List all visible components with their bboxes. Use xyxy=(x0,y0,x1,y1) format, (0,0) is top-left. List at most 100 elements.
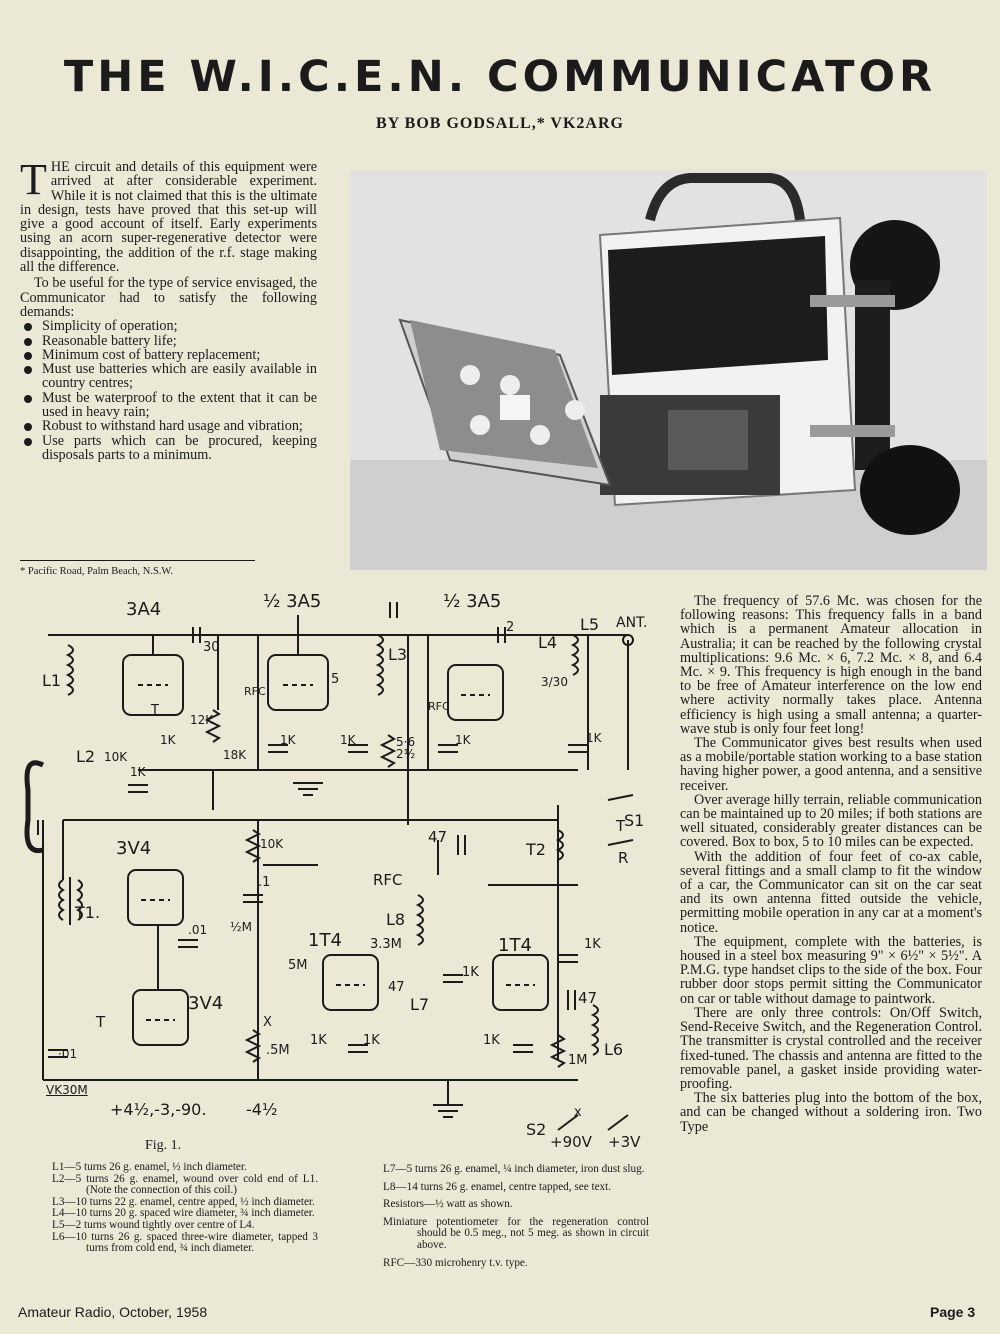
supply-label-1: +4½,-3,-90. xyxy=(110,1100,207,1119)
cap-label-01: ·01 xyxy=(58,1047,78,1061)
tube-label-3a5-a: ½ 3A5 xyxy=(263,591,322,612)
footnote: * Pacific Road, Palm Beach, N.S.W. xyxy=(20,566,174,577)
coil-note: L4—10 turns 20 g. spaced wire diameter, … xyxy=(52,1207,315,1220)
body-paragraph: There are only three controls: On/Off Sw… xyxy=(680,1004,982,1092)
coil-label-l1: L1 xyxy=(42,671,62,690)
tube-label-3a5-b: ½ 3A5 xyxy=(443,591,502,612)
coil-note: L2—5 turns 26 g. enamel, wound over cold… xyxy=(52,1172,318,1197)
coil-label-l8: L8 xyxy=(386,910,406,929)
cap-label-47-b: 47 xyxy=(388,980,405,995)
coil-label-l5: L5 xyxy=(580,615,600,634)
coil-notes-left: L1—5 turns 26 g. enamel, ½ inch diameter… xyxy=(52,1161,318,1255)
figure-caption: Fig. 1. xyxy=(145,1138,182,1153)
coil-note: Miniature potentiometer for the regenera… xyxy=(383,1215,649,1251)
list-item: Use parts which can be procured, keeping… xyxy=(20,434,317,463)
cap-label-1k: 1K xyxy=(340,733,356,747)
cap-label-5: 5 xyxy=(331,672,340,687)
res-label-0-5m: .5M xyxy=(266,1043,290,1058)
body-paragraph: The equipment, complete with the batteri… xyxy=(680,933,982,1007)
coil-note: L6—10 turns 26 g. spaced three-wire diam… xyxy=(52,1230,318,1255)
list-item: Simplicity of operation; xyxy=(20,319,317,334)
cap-label-0-1: .1 xyxy=(258,875,271,890)
tap-label-t: T xyxy=(151,703,159,718)
switch-label-s2: S2 xyxy=(526,1120,547,1139)
coil-note: RFC—330 microhenry t.v. type. xyxy=(383,1256,528,1269)
list-item: Minimum cost of battery replacement; xyxy=(20,348,317,362)
tap-label-t: T xyxy=(96,1013,106,1031)
res-label-5-6: 5·6 xyxy=(396,735,416,749)
switch-pos-r: R xyxy=(618,849,629,867)
cap-label-1k: 1K xyxy=(280,733,296,747)
cap-label-2: 2 xyxy=(506,620,515,635)
cap-label-1k: 1K xyxy=(584,937,601,952)
res-label-10k: 10K xyxy=(260,837,284,851)
cap-label-1k: 1K xyxy=(363,1033,380,1048)
coil-note: L8—14 turns 26 g. enamel, centre tapped,… xyxy=(383,1180,612,1193)
intro-paragraph-2: To be useful for the type of service env… xyxy=(20,275,317,320)
pot-label-5m: 5M xyxy=(288,958,308,973)
marker-x: x xyxy=(574,1105,582,1120)
drop-cap: T xyxy=(20,155,47,204)
rfc-label: RFC xyxy=(244,685,266,698)
cap-label-1k: 1K xyxy=(130,765,146,779)
cap-label-1k: 1K xyxy=(310,1033,327,1048)
cap-label-3-30: 3/30 xyxy=(541,675,568,689)
transformer-label-t1: T1. xyxy=(75,903,101,922)
coil-note: L1—5 turns 26 g. enamel, ½ inch diameter… xyxy=(52,1161,247,1173)
switch-label-s1: S1 xyxy=(624,811,645,830)
circuit-schematic: 3A4 ½ 3A5 ½ 3A5 3V4 3V4 1T4 1T4 L1 L2 L3… xyxy=(18,585,666,1160)
cap-label-30: 30 xyxy=(203,640,220,655)
coil-note: Resistors—½ watt as shown. xyxy=(383,1198,513,1211)
list-item: Reasonable battery life; xyxy=(20,333,317,348)
tube-label-3a4: 3A4 xyxy=(126,599,162,620)
switch-pos-t: T xyxy=(616,817,626,835)
cap-label-1k: 1K xyxy=(586,731,602,745)
tube-label-1t4-a: 1T4 xyxy=(308,930,342,951)
byline: BY BOB GODSALL,* VK2ARG xyxy=(376,115,624,132)
rfc-label: RFC xyxy=(428,700,450,713)
photo-illustration xyxy=(350,170,987,570)
tube-label-3v4-a: 3V4 xyxy=(116,838,152,859)
coil-note: L3—10 turns 22 g. enamel, centre apped, … xyxy=(52,1195,315,1208)
coil-label-l6: L6 xyxy=(604,1040,624,1059)
transformer-label-t2: T2 xyxy=(526,840,546,859)
coil-notes-right: L7—5 turns 26 g. enamel, ¼ inch diameter… xyxy=(383,1163,649,1269)
article-title: THE W.I.C.E.N. COMMUNICATOR xyxy=(63,52,937,102)
list-item: Must use batteries which are easily avai… xyxy=(20,362,317,391)
supply-label-2: -4½ xyxy=(246,1100,278,1119)
cap-label-1k: 1K xyxy=(483,1033,500,1048)
footer-page-number: Page 3 xyxy=(930,1304,976,1320)
res-label-12k: 12K xyxy=(190,713,214,727)
antenna-label: ANT. xyxy=(616,615,648,631)
footnote-rule xyxy=(20,560,255,561)
coil-label-l7: L7 xyxy=(410,995,430,1014)
photo-communicator xyxy=(350,170,987,570)
body-paragraph: With the addition of four feet of co-ax … xyxy=(680,848,982,936)
rfc-label: RFC xyxy=(373,871,403,889)
res-label-1m: 1M xyxy=(568,1053,588,1068)
coil-note: L7—5 turns 26 g. enamel, ¼ inch diameter… xyxy=(383,1163,645,1175)
body-paragraph: The six batteries plug into the bottom o… xyxy=(680,1090,982,1135)
res-label-half-m: ½M xyxy=(230,920,252,934)
tube-label-1t4-b: 1T4 xyxy=(498,935,532,956)
tube-label-3v4-b: 3V4 xyxy=(188,993,224,1014)
supply-label-3v: +3V xyxy=(608,1133,641,1151)
res-label-18k: 18K xyxy=(223,748,247,762)
marker-x: X xyxy=(263,1015,272,1030)
res-label-3-3m: 3.3M xyxy=(370,937,402,952)
list-item: Must be waterproof to the extent that it… xyxy=(20,391,317,420)
cap-label-01: .01 xyxy=(188,923,208,937)
supply-label-90v: +90V xyxy=(550,1133,592,1151)
vk-label: VK30M xyxy=(46,1083,88,1097)
body-paragraph: The frequency of 57.6 Mc. was chosen for… xyxy=(680,593,982,737)
cap-label-1k: 1K xyxy=(462,965,479,980)
res-label-2-5: 2½ xyxy=(396,747,416,761)
coil-note: L5—2 turns wound tightly over centre of … xyxy=(52,1218,255,1231)
footer-left: Amateur Radio, October, 1958 xyxy=(18,1304,208,1320)
list-item: Robust to withstand hard usage and vibra… xyxy=(20,419,317,434)
cap-label-1k: 1K xyxy=(160,733,176,747)
cap-label-1k: 1K xyxy=(455,733,471,747)
cap-label-47-c: 47 xyxy=(578,989,598,1007)
cap-label-47-a: 47 xyxy=(428,828,448,846)
